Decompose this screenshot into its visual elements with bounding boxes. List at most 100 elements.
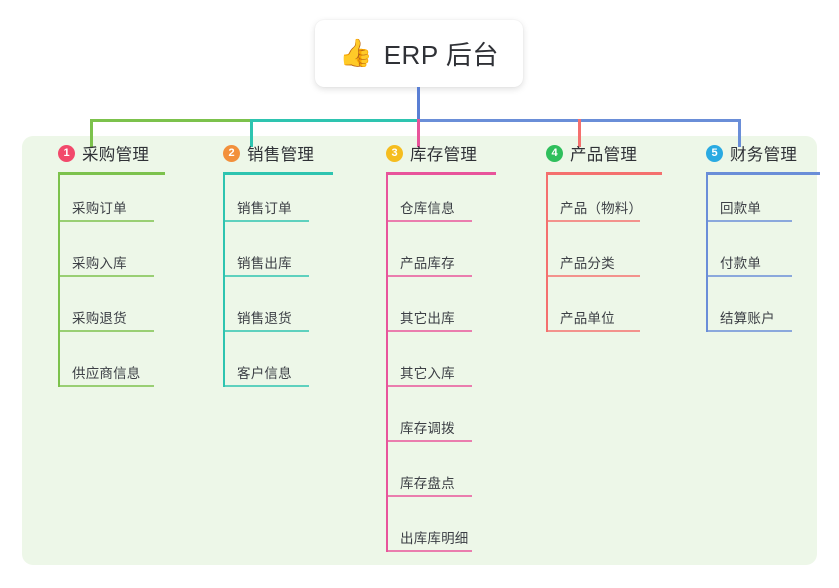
branch-item-underline <box>388 495 472 497</box>
branch-item[interactable]: 其它出库 <box>386 302 496 332</box>
branch-item-underline <box>60 330 154 332</box>
branch-item[interactable]: 仓库信息 <box>386 192 496 222</box>
branch-item[interactable]: 采购订单 <box>58 192 178 222</box>
branch-column-4: 4 产品管理产品（物料） 产品分类产品单位 <box>528 140 662 332</box>
connector-drop-3 <box>417 119 420 147</box>
branch-header-1[interactable]: 1 采购管理 <box>40 140 160 166</box>
branch-spine-5 <box>706 174 708 332</box>
branch-column-3: 3 库存管理仓库信息产品库存其它出库其它入库库存调拨库存盘点出库库明细 <box>368 140 496 552</box>
branch-item[interactable]: 产品单位 <box>546 302 664 332</box>
branch-column-5: 5 财务管理回款单付款单结算账户 <box>688 140 820 332</box>
branch-underline-2 <box>223 172 333 175</box>
branch-item-underline <box>225 220 309 222</box>
branch-item-underline <box>388 440 472 442</box>
branch-number-badge: 1 <box>58 144 75 162</box>
branch-item[interactable]: 付款单 <box>706 247 816 277</box>
branch-title: 产品管理 <box>570 146 638 164</box>
branch-item-underline <box>548 275 640 277</box>
branch-item-label: 产品单位 <box>560 311 615 326</box>
branch-item[interactable]: 出库库明细 <box>386 522 496 552</box>
connector-drop-2 <box>250 119 253 147</box>
branch-number-badge: 2 <box>223 144 240 162</box>
branch-item[interactable]: 其它入库 <box>386 357 496 387</box>
branch-item[interactable]: 销售订单 <box>223 192 333 222</box>
branch-number-badge: 4 <box>546 144 563 162</box>
branch-item[interactable]: 供应商信息 <box>58 357 178 387</box>
branch-item[interactable]: 采购退货 <box>58 302 178 332</box>
branches-panel <box>22 136 817 565</box>
branch-header-2[interactable]: 2 销售管理 <box>205 140 315 166</box>
branch-item-underline <box>60 275 154 277</box>
branch-underline-5 <box>706 172 820 175</box>
branch-item[interactable]: 库存调拨 <box>386 412 496 442</box>
branch-item-label: 销售订单 <box>237 201 292 216</box>
branch-header-3[interactable]: 3 库存管理 <box>368 140 478 166</box>
branch-column-2: 2 销售管理销售订单销售出库销售退货客户信息 <box>205 140 333 387</box>
branch-item-underline <box>708 275 792 277</box>
branch-item[interactable]: 回款单 <box>706 192 816 222</box>
branch-item-underline <box>388 275 472 277</box>
connector-drop-5 <box>738 119 741 147</box>
root-node[interactable]: 👍 ERP 后台 <box>315 20 523 87</box>
branch-item-label: 销售退货 <box>237 311 292 326</box>
branch-item-underline <box>60 220 154 222</box>
connector-drop-1 <box>90 119 93 147</box>
connector-hbar-1 <box>90 119 250 122</box>
branch-title: 销售管理 <box>247 146 315 164</box>
branch-item[interactable]: 结算账户 <box>706 302 816 332</box>
branch-item[interactable]: 销售出库 <box>223 247 333 277</box>
branch-item-underline <box>708 220 792 222</box>
branch-item-underline <box>60 385 154 387</box>
branch-item-underline <box>388 330 472 332</box>
branch-spine-2 <box>223 174 225 387</box>
branch-underline-3 <box>386 172 496 175</box>
branch-item-label: 库存盘点 <box>400 476 455 491</box>
branch-item-underline <box>548 220 640 222</box>
connector-hbar-2 <box>250 119 417 122</box>
branch-spine-1 <box>58 174 60 387</box>
branch-item[interactable]: 采购入库 <box>58 247 178 277</box>
branch-header-5[interactable]: 5 财务管理 <box>688 140 798 166</box>
branch-item-label: 销售出库 <box>237 256 292 271</box>
connector-drop-4 <box>578 119 581 147</box>
branch-item-label: 结算账户 <box>720 311 775 326</box>
branch-header-4[interactable]: 4 产品管理 <box>528 140 646 166</box>
branch-item-label: 供应商信息 <box>72 366 141 381</box>
root-connector-line <box>417 87 420 121</box>
branch-item-label: 其它出库 <box>400 311 455 326</box>
branch-item[interactable]: 库存盘点 <box>386 467 496 497</box>
branch-item-label: 采购入库 <box>72 256 127 271</box>
branch-item-label: 采购订单 <box>72 201 127 216</box>
branch-item-label: 仓库信息 <box>400 201 455 216</box>
branch-item[interactable]: 产品分类 <box>546 247 664 277</box>
branch-item-label: 产品（物料） <box>560 201 643 216</box>
branch-item-underline <box>225 275 309 277</box>
branch-item-label: 产品分类 <box>560 256 615 271</box>
branch-spine-4 <box>546 174 548 332</box>
root-title: ERP 后台 <box>383 40 499 70</box>
branch-item[interactable]: 产品（物料） <box>546 192 664 222</box>
branch-item[interactable]: 客户信息 <box>223 357 333 387</box>
branch-number-badge: 3 <box>386 144 403 162</box>
branch-item[interactable]: 产品库存 <box>386 247 496 277</box>
branch-item-underline <box>708 330 792 332</box>
branch-title: 采购管理 <box>82 146 150 164</box>
thumbs-up-icon: 👍 <box>339 38 373 69</box>
branch-underline-4 <box>546 172 662 175</box>
branch-title: 库存管理 <box>410 146 478 164</box>
branch-item-underline <box>388 550 472 552</box>
branch-item-label: 库存调拨 <box>400 421 455 436</box>
branch-number-badge: 5 <box>706 144 723 162</box>
branch-item-underline <box>388 220 472 222</box>
branch-item-label: 回款单 <box>720 201 762 216</box>
branch-item-label: 客户信息 <box>237 366 292 381</box>
branch-item-label: 出库库明细 <box>400 531 469 546</box>
branch-item[interactable]: 销售退货 <box>223 302 333 332</box>
branch-item-underline <box>548 330 640 332</box>
branch-title: 财务管理 <box>730 146 798 164</box>
branch-item-label: 付款单 <box>720 256 762 271</box>
branch-underline-1 <box>58 172 165 175</box>
branch-item-label: 产品库存 <box>400 256 455 271</box>
